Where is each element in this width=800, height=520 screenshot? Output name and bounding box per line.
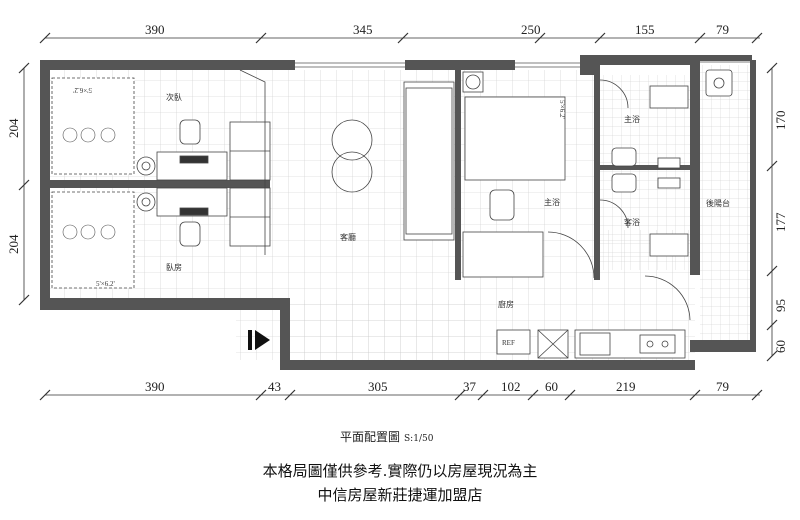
dim-right-3: 95 [773,299,788,312]
dim-bottom-8: 79 [716,379,729,394]
dim-bottom-4: 37 [463,379,477,394]
left-dimensions: 204 204 [6,118,21,254]
dim-bottom-5: 102 [501,379,521,394]
kitchen [496,275,691,359]
dim-bottom-6: 60 [545,379,558,394]
dim-bottom-7: 219 [616,379,636,394]
bottom-dimensions: 390 43 305 37 102 60 219 79 [145,379,729,394]
room-label-living-room: 客廳 [340,232,356,242]
room-label-guest-bath: 客浴 [624,217,640,227]
room-label-kitchen: 廚房 [498,299,514,309]
window-lines [295,61,750,68]
plan-scale: S:1/50 [404,434,434,444]
dim-top-3: 250 [521,22,541,37]
floor-tiles [40,65,750,360]
agency-name: 中信房屋新莊捷運加盟店 [317,486,483,504]
room-label-master-bath-area: 主浴 [544,197,560,207]
right-dimensions: 170 177 95 60 [773,111,788,354]
dimension-lines [18,32,778,401]
dim-right-1: 170 [773,111,788,131]
dim-left-1: 204 [6,118,21,138]
floor-plan: 390 345 250 155 79 390 43 305 37 102 60 … [6,22,788,401]
pillow-patterns [62,127,116,240]
living-room [239,69,455,255]
dim-left-2: 204 [6,234,21,254]
dim-bottom-2: 43 [268,379,281,394]
master-area [462,71,595,279]
dim-right-4: 60 [773,340,788,353]
dim-bottom-3: 305 [368,379,388,394]
room-label-master-bath: 主浴 [624,114,640,124]
dim-top-1: 390 [145,22,165,37]
fridge-label: REF [502,339,515,347]
second-bedroom [51,77,271,289]
disclaimer: 本格局圖僅供參考.實際仍以房屋現況為主 [262,462,538,480]
bed-size-master: 5'×6.2' [558,100,566,119]
walls [40,55,756,370]
dim-top-5: 79 [716,22,729,37]
bedroom-labels: 次臥 臥房 5'×6.2' 5'×6.2' [73,86,182,288]
plan-title: 平面配置圖 [340,430,401,444]
bed-size-bedroom: 5'×6.2' [96,280,115,288]
dim-bottom-1: 390 [145,379,165,394]
top-dimensions: 390 345 250 155 79 [145,22,729,37]
bathrooms [599,69,733,257]
room-label-second-bedroom: 次臥 [166,92,182,102]
room-label-bedroom: 臥房 [166,262,182,272]
dim-top-2: 345 [353,22,373,37]
dim-top-4: 155 [635,22,655,37]
entrance-marker [248,330,270,350]
room-label-rear-balcony: 後陽台 [706,198,730,208]
bed-size-second-bedroom: 5'×6.2' [73,86,92,94]
dim-right-2: 177 [773,212,788,232]
